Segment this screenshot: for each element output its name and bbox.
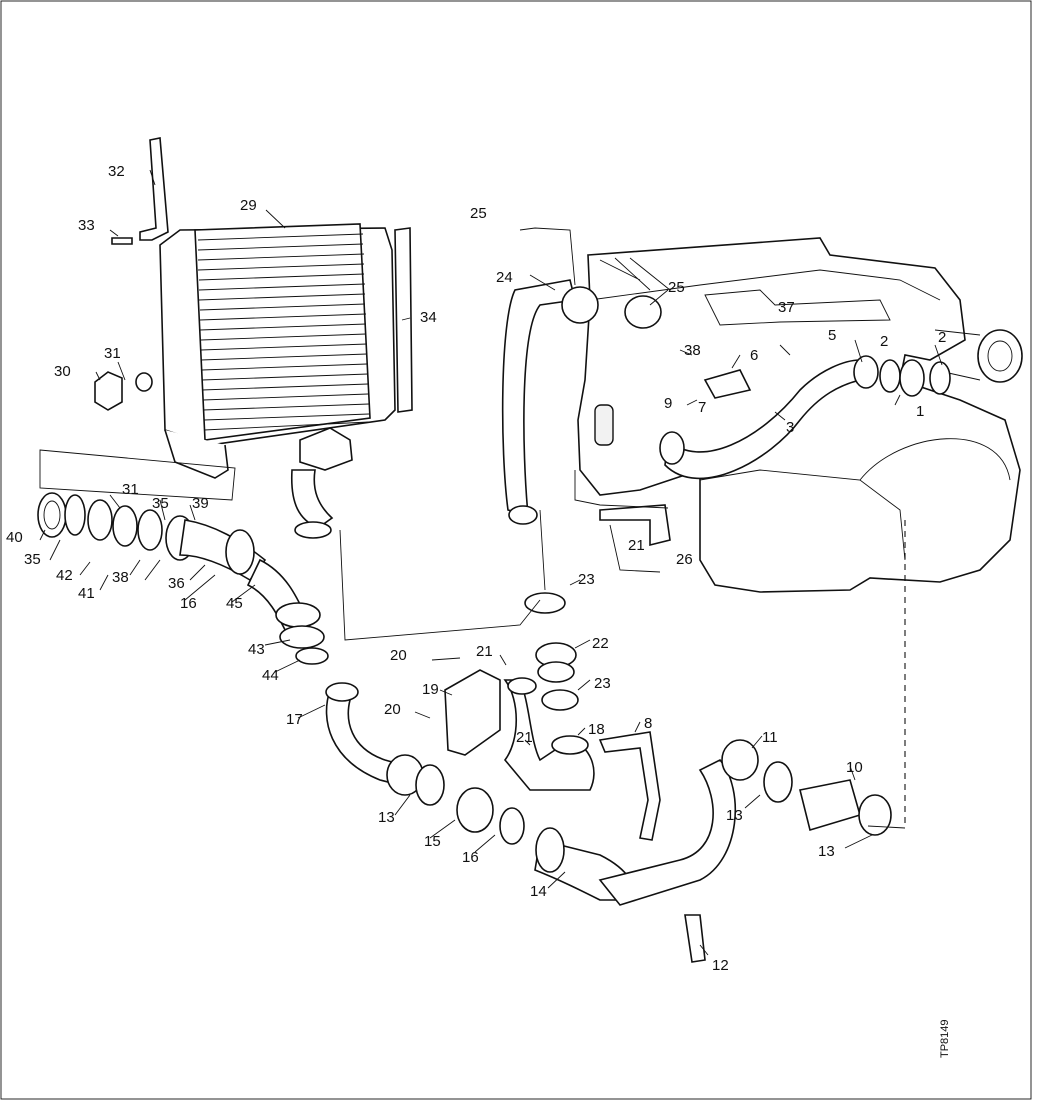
callout-31a: 31: [104, 345, 121, 362]
upper-charge-pipes: [501, 279, 951, 525]
callout-17: 17: [286, 711, 303, 728]
callout-4: 37: [778, 299, 795, 316]
callout-23a: 23: [578, 571, 595, 588]
intercooler: [159, 223, 396, 479]
callout-25a: 25: [470, 205, 487, 222]
callout-31b: 31: [122, 481, 139, 498]
callout-24: 24: [496, 269, 513, 286]
callout-26: 26: [676, 551, 693, 568]
callout-13a: 13: [378, 809, 395, 826]
callout-2b: 2: [938, 329, 946, 346]
callout-29: 29: [240, 197, 257, 214]
callout-44: 44: [262, 667, 279, 684]
callout-21c: 21: [516, 729, 533, 746]
hose-intercooler-outlet: [290, 469, 334, 529]
callout-8: 8: [644, 715, 652, 732]
callout-42: 42: [56, 567, 73, 584]
callout-5: 5: [828, 327, 836, 344]
clip-12: [684, 914, 706, 963]
callout-10: 10: [846, 759, 863, 776]
callout-labels: 32 33 29 34 31 30 25 24 25 37 5 2 2 6 38…: [6, 163, 946, 974]
callout-42-bottom: 16: [180, 595, 197, 612]
figure-reference: TP8149: [939, 1019, 951, 1058]
callout-38-top: 38: [684, 342, 701, 359]
callout-7: 7: [698, 399, 706, 416]
callout-33: 33: [78, 217, 95, 234]
callout-22: 22: [592, 635, 609, 652]
callout-15: 15: [424, 833, 441, 850]
bracket-8: [598, 731, 661, 841]
bracket-32: [139, 137, 169, 241]
callout-11: 11: [762, 729, 778, 746]
callout-13-left: 36: [168, 575, 185, 592]
callout-34: 34: [420, 309, 437, 326]
callout-25b: 25: [668, 279, 685, 296]
callout-9-top: 9: [664, 395, 672, 412]
callout-23b: 23: [594, 675, 611, 692]
callout-20b: 20: [384, 701, 401, 718]
callout-45: 45: [226, 595, 243, 612]
elbow-assembly: [444, 592, 595, 791]
box-left-group: [39, 449, 236, 501]
left-coupling-parts: [37, 492, 329, 665]
callout-30: 30: [54, 363, 71, 380]
mount-30: [94, 371, 123, 411]
lower-charge-pipes: [325, 682, 892, 906]
callout-13b: 13: [818, 843, 835, 860]
callout-41: 41: [78, 585, 95, 602]
callout-32: 32: [108, 163, 125, 180]
callout-18: 18: [588, 721, 605, 738]
callout-3: 3: [786, 419, 794, 436]
callout-16a: 16: [462, 849, 479, 866]
callout-20a: 20: [390, 647, 407, 664]
callout-6: 6: [750, 347, 758, 364]
callout-38b: 38: [112, 569, 129, 586]
callout-21a: 21: [628, 537, 645, 554]
callout-1: 1: [916, 403, 924, 420]
callout-35a: 35: [24, 551, 41, 568]
callout-35b: 35: [152, 495, 169, 512]
callout-19: 19: [422, 681, 439, 698]
callout-12: 12: [712, 957, 729, 974]
callout-14: 14: [530, 883, 547, 900]
callout-21b: 21: [476, 643, 493, 660]
callout-13c: 13: [726, 807, 743, 824]
callout-40: 40: [6, 529, 23, 546]
callout-2a: 2: [880, 333, 888, 350]
callout-43: 43: [248, 641, 265, 658]
callout-39: 39: [192, 495, 209, 512]
leader-lines: [39, 169, 943, 956]
